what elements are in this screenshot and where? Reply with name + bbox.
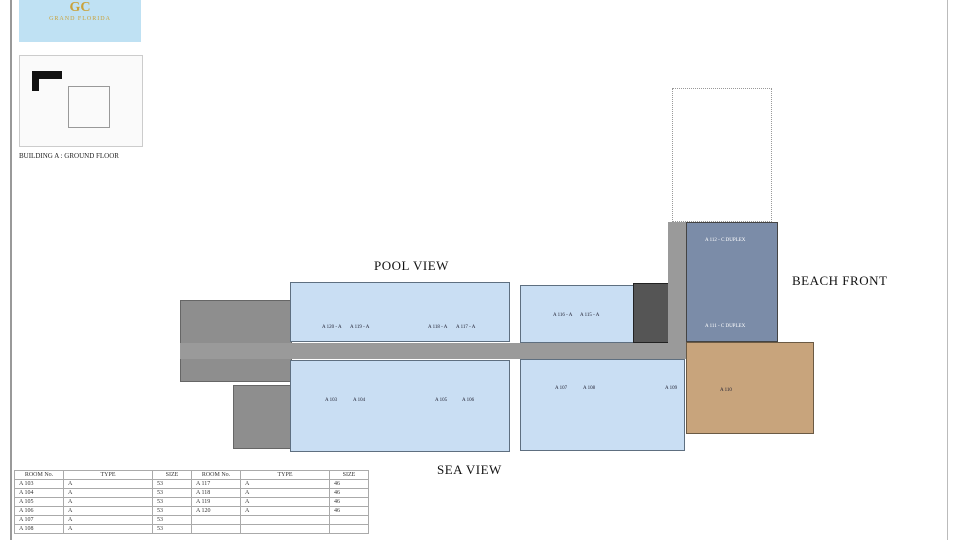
unit-label: A 107 (555, 386, 568, 391)
key-plan (19, 55, 143, 147)
table-cell: A (63, 488, 153, 498)
table-cell: A (63, 479, 153, 489)
table-cell: A (240, 506, 330, 516)
unit-label: A 106 (462, 398, 475, 403)
table-cell: A 105 (14, 497, 64, 507)
corridor (180, 343, 690, 359)
table-cell: 53 (152, 479, 192, 489)
table-cell: A (240, 497, 330, 507)
unit-label: A 108 (583, 386, 596, 391)
table-cell: A (240, 488, 330, 498)
beach-front-label: BEACH FRONT (792, 273, 888, 288)
table-cell: 53 (152, 497, 192, 507)
table-cell: 53 (152, 488, 192, 498)
unit-label: A 119 - A (350, 325, 370, 330)
unit-label: A 112 - C DUPLEX (705, 238, 746, 243)
table-cell: A 120 (191, 506, 241, 516)
table-cell: 53 (152, 506, 192, 516)
pool-view-units (290, 282, 510, 342)
table-cell: A (63, 506, 153, 516)
unit-label: A 118 - A (428, 325, 448, 330)
logo-name: GRAND FLORIDA (49, 16, 111, 22)
unit-label: A 105 (435, 398, 448, 403)
unit-label: A 117 - A (456, 325, 476, 330)
stair-core (633, 283, 670, 343)
table-cell: A (63, 524, 153, 534)
unit-label: A 104 (353, 398, 366, 403)
col-header: SIZE (152, 470, 192, 480)
table-cell: A 103 (14, 479, 64, 489)
table-cell: 46 (329, 488, 369, 498)
page-frame (10, 0, 948, 540)
table-cell: A 107 (14, 515, 64, 525)
table-cell: 53 (152, 515, 192, 525)
table-cell: A 104 (14, 488, 64, 498)
service-block (233, 385, 292, 449)
unit-label: A 109 (665, 386, 678, 391)
table-cell (329, 515, 369, 525)
lobby-block (180, 300, 292, 382)
mid-top-units (520, 285, 635, 343)
table-cell: A (63, 515, 153, 525)
table-cell: A 118 (191, 488, 241, 498)
table-cell: 53 (152, 524, 192, 534)
col-header: ROOM No. (14, 470, 64, 480)
table-cell (240, 515, 330, 525)
col-header: ROOM No. (191, 470, 241, 480)
logo-mark: GC (69, 0, 91, 15)
room-schedule-table: ROOM No. TYPE SIZE ROOM No. TYPE SIZE A … (14, 470, 369, 534)
duplex-units (686, 222, 778, 342)
table-cell: A (240, 479, 330, 489)
sea-view-units (290, 360, 510, 452)
table-cell: A 119 (191, 497, 241, 507)
table-cell: A 106 (14, 506, 64, 516)
unit-label: A 103 (325, 398, 338, 403)
table-cell (191, 515, 241, 525)
unit-label: A 111 - C DUPLEX (705, 324, 746, 329)
unit-label: A 120 - A (322, 325, 342, 330)
outline-terrace (672, 88, 772, 222)
key-plan-label: BUILDING A : GROUND FLOOR (19, 152, 119, 160)
table-cell: A 108 (14, 524, 64, 534)
sea-view-label: SEA VIEW (437, 462, 502, 477)
table-cell: 46 (329, 479, 369, 489)
table-cell (240, 524, 330, 534)
unit-label: A 115 - A (580, 313, 600, 318)
table-cell: A 117 (191, 479, 241, 489)
col-header: TYPE (63, 470, 153, 480)
unit-a110 (686, 342, 814, 434)
table-cell: 46 (329, 497, 369, 507)
pool-view-label: POOL VIEW (374, 258, 449, 273)
table-cell: 46 (329, 506, 369, 516)
unit-label: A 116 - A (553, 313, 573, 318)
table-cell: A (63, 497, 153, 507)
col-header: TYPE (240, 470, 330, 480)
logo: GC GRAND FLORIDA (19, 0, 141, 42)
unit-label: A 110 (720, 388, 732, 393)
col-header: SIZE (329, 470, 369, 480)
corridor-vertical (668, 222, 688, 350)
table-cell (191, 524, 241, 534)
mid-bottom-units (520, 359, 685, 451)
table-cell (329, 524, 369, 534)
